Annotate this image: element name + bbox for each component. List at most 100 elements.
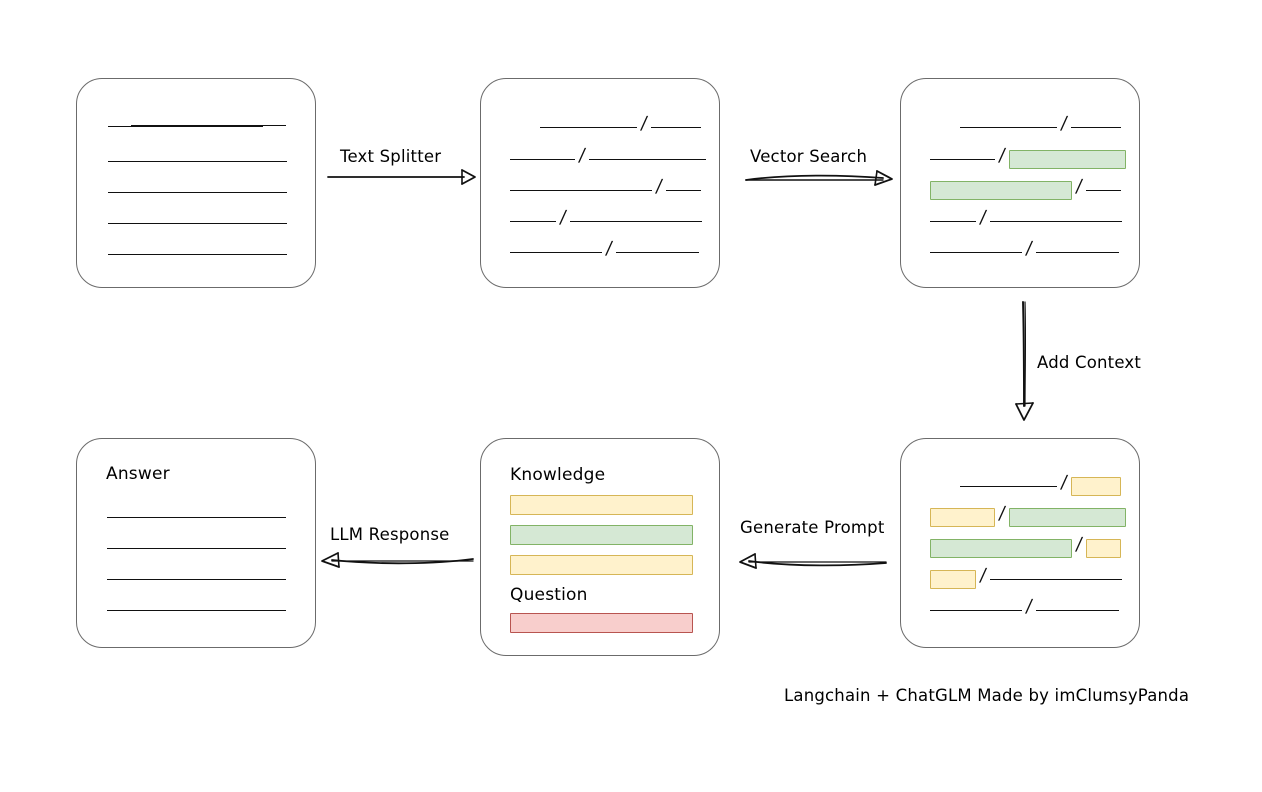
split-row: / [540, 113, 702, 136]
context-row: / [930, 534, 1122, 558]
vector-search-label: Vector Search [750, 147, 868, 166]
matched-row: / [960, 113, 1122, 136]
chunk-segment-right [589, 158, 707, 160]
document-line [108, 183, 287, 201]
chunk-divider: / [997, 503, 1007, 524]
context-chunk-yellow [930, 569, 976, 589]
question-label: Question [510, 585, 588, 605]
matched-row: / [930, 238, 1120, 261]
context-row: / [930, 596, 1120, 619]
chunk-divider: / [604, 238, 614, 259]
chunk-segment-right [1036, 609, 1120, 611]
chunk-segment-right [616, 251, 700, 253]
source-document-card[interactable] [76, 78, 316, 288]
text-line-segment [107, 578, 286, 580]
knowledge-bar-yellow [510, 495, 693, 515]
chunk-divider: / [1059, 113, 1069, 134]
chunk-segment-left [930, 609, 1022, 611]
footer-caption: Langchain + ChatGLM Made by imClumsyPand… [784, 686, 1190, 705]
chunk-segment-left [930, 220, 976, 222]
chunk-divider: / [978, 207, 988, 228]
matched-row: / [930, 145, 1127, 169]
chunk-segment-right [651, 126, 702, 128]
context-chunk-green [930, 538, 1072, 558]
text-line-segment [108, 222, 287, 224]
chunk-segment-right [666, 189, 702, 191]
split-row: / [510, 145, 707, 168]
text-line-segment [107, 516, 286, 518]
split-row: / [510, 176, 702, 199]
document-line [108, 152, 287, 170]
chunk-segment-right [570, 220, 703, 222]
chunk-segment-right [1036, 251, 1120, 253]
answer-line [107, 601, 286, 619]
knowledge-bar-green [510, 525, 693, 545]
matched-chunk-green [930, 180, 1072, 200]
chunk-divider: / [558, 207, 568, 228]
chunk-segment-left [540, 126, 637, 128]
split-row: / [510, 207, 703, 230]
context-chunk-green [1009, 507, 1127, 527]
source-document-lines [77, 79, 315, 287]
chunk-divider: / [654, 176, 664, 197]
text-line-segment [107, 609, 286, 611]
chunk-segment-left [960, 126, 1057, 128]
generate-prompt-label: Generate Prompt [740, 518, 885, 537]
chunk-divider: / [1074, 176, 1084, 197]
split-document-card[interactable] [480, 78, 720, 288]
chunk-divider: / [978, 565, 988, 586]
text-line-segment [107, 547, 286, 549]
context-chunk-yellow [1071, 476, 1122, 496]
chunk-segment-left [510, 220, 556, 222]
knowledge-label: Knowledge [510, 465, 606, 485]
chunk-divider: / [639, 113, 649, 134]
generate-prompt-arrow [739, 553, 887, 569]
question-bar-red [510, 613, 693, 633]
text-splitter-arrow [327, 169, 476, 185]
chunk-divider: / [1059, 472, 1069, 493]
vector-search-arrow [745, 170, 893, 186]
text-line-segment [108, 191, 287, 193]
chunk-divider: / [1024, 596, 1034, 617]
text-line-segment [108, 160, 287, 162]
context-chunk-yellow [930, 507, 995, 527]
context-row: / [960, 472, 1122, 496]
text-splitter-label: Text Splitter [340, 147, 442, 166]
chunk-segment-left [930, 158, 995, 160]
chunk-divider: / [1024, 238, 1034, 259]
context-row: / [930, 503, 1127, 527]
document-line-indented [131, 116, 286, 134]
chunk-segment-right [1071, 126, 1122, 128]
chunk-segment-left [510, 189, 652, 191]
matched-chunk-green [1009, 149, 1127, 169]
answer-line [107, 539, 286, 557]
chunk-segment-left [960, 485, 1057, 487]
chunk-divider: / [577, 145, 587, 166]
answer-line [107, 508, 286, 526]
text-line-segment [108, 253, 287, 255]
chunk-divider: / [1074, 534, 1084, 555]
chunk-segment-right [1086, 189, 1122, 191]
llm-response-label: LLM Response [330, 525, 450, 544]
context-row: / [930, 565, 1123, 589]
chunk-segment-left [930, 251, 1022, 253]
document-line [108, 117, 263, 135]
document-line [108, 245, 287, 263]
text-line-segment [131, 124, 286, 126]
llm-response-arrow [321, 552, 474, 568]
add-context-label: Add Context [1037, 353, 1142, 372]
answer-card[interactable] [76, 438, 316, 648]
add-context-arrow [1015, 301, 1034, 421]
answer-label: Answer [106, 464, 170, 484]
context-chunk-yellow [1086, 538, 1122, 558]
text-line-segment [108, 125, 263, 127]
chunk-segment-left [510, 158, 575, 160]
split-row: / [510, 238, 700, 261]
matched-row: / [930, 176, 1122, 200]
answer-line [107, 570, 286, 588]
chunk-divider: / [997, 145, 1007, 166]
document-line [108, 214, 287, 232]
chunk-segment-right [990, 220, 1123, 222]
knowledge-bar-yellow [510, 555, 693, 575]
